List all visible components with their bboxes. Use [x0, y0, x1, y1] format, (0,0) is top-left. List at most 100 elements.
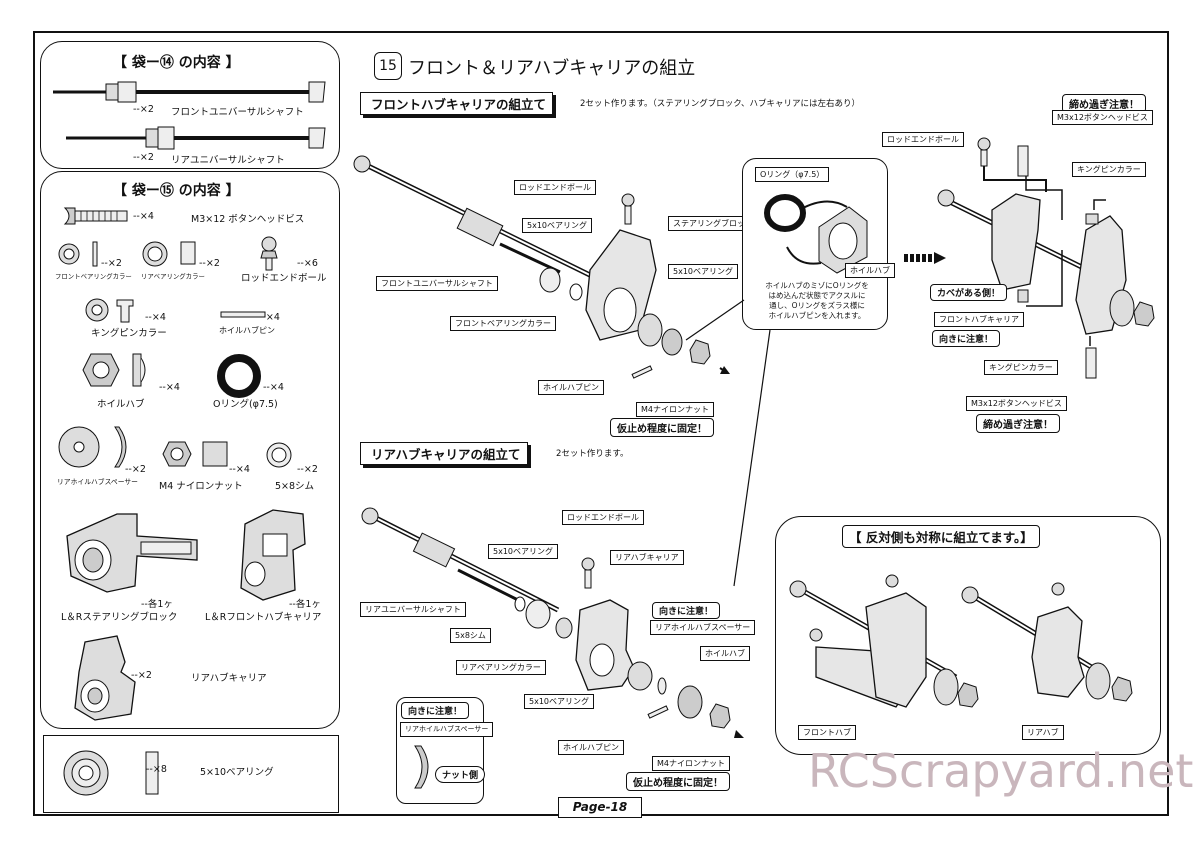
rear-label-bearing2: 5x10ベアリング: [524, 694, 595, 709]
bag14-item-1-name: フロントユニバーサルシャフト: [171, 107, 304, 118]
symmetric-title: 【 反対側も対称に組立てます。】: [842, 525, 1040, 548]
assembly-rod-end-ball: ロッドエンドボール: [882, 132, 964, 147]
oring-detail-illustration: [764, 194, 868, 274]
step-title: フロント＆リアハブキャリアの組立: [408, 58, 696, 79]
wheel-hub-name: ホイルハブ: [97, 399, 145, 410]
watermark: RCScrapyard.net: [808, 744, 1194, 798]
oring-qty: --×4: [263, 382, 284, 393]
steering-block-qty: --各1ヶ: [141, 599, 173, 610]
front-tighten-note: 仮止め程度に固定！: [610, 418, 714, 437]
spacer-detail-box: 向きに注意！ リアホイルハブスペーサー ナット側: [396, 697, 494, 804]
nylon-nut-icon: [162, 441, 228, 467]
rear-label-rear-carrier: リアハブキャリア: [610, 550, 684, 565]
step-number: 15: [374, 52, 402, 80]
rear-label-rod-end-ball: ロッドエンドボール: [562, 510, 644, 525]
rear-note: 2セット作ります。: [556, 449, 629, 459]
rear-tighten-note: 仮止め程度に固定！: [626, 772, 730, 791]
assembly-screw-bottom: M3x12ボタンヘッドビス: [966, 396, 1067, 411]
button-head-screw-icon: [63, 207, 128, 225]
oring-detail-line-1: ホイルハブのミゾにOリングを: [765, 281, 869, 290]
front-hub-carrier-name: L＆Rフロントハブキャリア: [205, 612, 322, 623]
assembly-warning-bottom: 締め過ぎ注意！: [976, 414, 1060, 433]
front-hub-carrier-qty: --各1ヶ: [289, 599, 321, 610]
rear-hub-carrier-name: リアハブキャリア: [191, 673, 267, 684]
wheel-hub-pin-icon: [220, 311, 266, 318]
steering-block-icon: [66, 513, 198, 593]
nylon-nut-name: M4 ナイロンナット: [159, 481, 243, 492]
rear-orientation: 向きに注意！: [652, 602, 721, 619]
front-label-wheel-hub-pin: ホイルハブピン: [538, 380, 604, 395]
rear-bearing-collar-icon: [142, 241, 196, 267]
rear-label-shim: 5x8シム: [450, 628, 491, 643]
assembly-front-hub-carrier: フロントハブキャリア: [934, 312, 1024, 327]
spacer-detail-label: リアホイルハブスペーサー: [400, 722, 494, 737]
rear-hub-carrier-icon: [74, 635, 136, 721]
rear-label-nut: M4ナイロンナット: [652, 756, 730, 771]
screw-name: M3×12 ボタンヘッドビス: [191, 214, 305, 225]
oring-detail-line-3: 通し、Oリングをズラス様に: [769, 301, 865, 310]
kingpin-collar-qty: --×4: [145, 312, 166, 323]
assembly-wall-side: カベがある側！: [930, 284, 1008, 301]
oring-name: Oリング(φ7.5): [213, 399, 278, 410]
rear-exploded-diagram: [361, 507, 744, 738]
rod-end-ball-icon: [260, 236, 278, 271]
front-label-bearing2: 5x10ベアリング: [668, 264, 739, 279]
assembly-kingpin-top: キングピンカラー: [1072, 162, 1146, 177]
wheel-hub-pin-qty: --×4: [259, 312, 280, 323]
front-label-steering-block: ステアリングブロック: [668, 216, 758, 231]
rear-spacer-icon: [58, 426, 127, 468]
rear-bearing-collar-name: リアベアリングカラー: [141, 272, 205, 280]
oring-detail-label: Oリング（φ7.5）: [755, 167, 830, 182]
bag14-box: 【 袋ー⑭ の内容 】 --×2 フロントユニバーサルシャフト --×2 リアユ…: [40, 41, 340, 169]
rear-banner: リアハブキャリアの組立て: [360, 442, 528, 465]
rod-end-ball-qty: --×6: [297, 258, 318, 269]
symmetric-box: 【 反対側も対称に組立てます。】 フロントハブ リアハブ: [775, 516, 1161, 755]
front-bearing-collar-qty: --×2: [101, 258, 122, 269]
bag14-item-2-name: リアユニバーサルシャフト: [171, 155, 285, 166]
front-bearing-collar-name: フロントベアリングカラー: [55, 272, 132, 280]
rear-universal-shaft-illustration: [66, 126, 326, 150]
oring-detail-text: ホイルハブのミゾにOリングを はめ込んだ状態でアクスルに 通し、Oリングをズラス…: [751, 281, 883, 321]
bag14-item-1-qty: --×2: [133, 104, 154, 115]
symmetric-rear-hub-illustration: [961, 582, 1133, 702]
front-label-rod-end-ball: ロッドエンドボール: [514, 180, 596, 195]
wheel-hub-qty: --×4: [159, 382, 180, 393]
bearing-box: --×8 5×10ベアリング: [43, 735, 339, 813]
bag14-item-2-qty: --×2: [133, 152, 154, 163]
rear-label-wheel-hub: ホイルハブ: [700, 646, 750, 661]
bag14-title: 【 袋ー⑭ の内容 】: [113, 55, 240, 71]
oring-detail-hub-label: ホイルハブ: [845, 263, 895, 278]
rear-label-wheel-hub-pin: ホイルハブピン: [558, 740, 624, 755]
bag15-title: 【 袋ー⑮ の内容 】: [113, 183, 240, 199]
front-exploded-diagram: [353, 155, 730, 379]
rear-spacer-qty: --×2: [125, 464, 146, 475]
shim-qty: --×2: [297, 464, 318, 475]
front-label-bearing1: 5x10ベアリング: [522, 218, 593, 233]
steering-block-name: L＆Rステアリングブロック: [61, 612, 178, 623]
nylon-nut-qty: --×4: [229, 464, 250, 475]
rear-label-spacer: リアホイルハブスペーサー: [650, 620, 756, 635]
rear-label-collar: リアベアリングカラー: [456, 660, 546, 675]
oring-detail-box: Oリング（φ7.5） ホイルハブ ホイルハブのミゾにOリングを はめ込んだ状態で…: [742, 158, 895, 330]
assembly-kingpin-bottom: キングピンカラー: [984, 360, 1058, 375]
wheel-hub-pin-name: ホイルハブピン: [219, 326, 275, 335]
front-label-collar: フロントベアリングカラー: [450, 316, 556, 331]
front-assembled-diagram: [937, 137, 1155, 379]
double-arrow-icon: [904, 252, 946, 264]
screw-qty: --×4: [133, 211, 154, 222]
spacer-detail-illustration: [414, 745, 429, 789]
rear-label-shaft: リアユニバーサルシャフト: [360, 602, 466, 617]
spacer-detail-orientation: 向きに注意！: [401, 702, 470, 719]
rear-hub-carrier-qty: --×2: [131, 670, 152, 681]
kingpin-collar-icon: [85, 298, 134, 323]
symmetric-front-hub-illustration: [789, 574, 979, 708]
symmetric-rear-label: リアハブ: [1022, 725, 1064, 740]
front-bearing-collar-icon: [58, 241, 98, 267]
shim-icon: [266, 442, 292, 468]
front-label-nut: M4ナイロンナット: [636, 402, 714, 417]
rear-spacer-name: リアホイルハブスペーサー: [57, 477, 138, 486]
page-number: Page-18: [558, 797, 642, 818]
assembly-screw-top: M3x12ボタンヘッドビス: [1052, 110, 1153, 125]
bearing-qty: --×8: [146, 764, 167, 775]
shim-name: 5×8シム: [275, 481, 315, 492]
